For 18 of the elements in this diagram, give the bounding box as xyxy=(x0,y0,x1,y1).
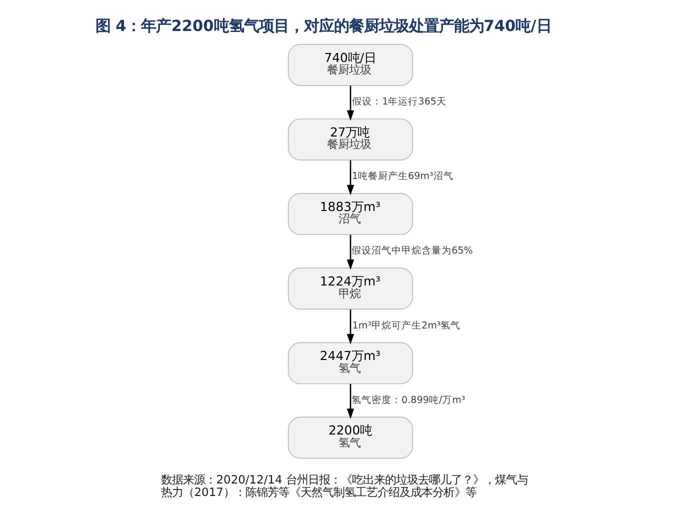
label: 数据来源：2020/12/14 台州日报：《吃出来的垃圾去哪儿了？》，煤气与热力（2017）：陈锦芳等《天然气制氢工艺介绍及成本分析》等 xyxy=(160,472,528,500)
edge-label: 假设沼气中甲烷含量为65% xyxy=(351,246,472,257)
edge-label: 1m³甲烷可产生2m³氢气 xyxy=(352,320,460,332)
arrow xyxy=(346,160,354,196)
edge-label: 氢气密度：0.899吨/万m³ xyxy=(351,394,465,406)
arrow xyxy=(346,384,354,419)
diagram-title: 图 4：年产2200吨氢气项目，对应的餐厨垃圾处置产能为740吨/日 xyxy=(94,16,551,35)
arrow xyxy=(346,86,354,121)
node-box: 1224万m³ 甲烷 xyxy=(287,268,413,310)
arrow xyxy=(346,309,354,344)
node-box: 1883万m³ 沼气 xyxy=(287,193,413,236)
edge-label: 1吨餐厨产生69m³沼气 xyxy=(351,171,453,182)
node-box: 27万吨 餐厨垃圾 xyxy=(287,118,413,160)
node-box: 2447万m³ 氢气 xyxy=(287,342,413,384)
edge-label: 假设：1年运行365天 xyxy=(352,96,446,108)
node-box: 740吨/日 餐厨垃圾 xyxy=(287,44,413,86)
node-box: 2200吨 氢气 xyxy=(287,416,413,459)
arrow xyxy=(346,234,354,270)
